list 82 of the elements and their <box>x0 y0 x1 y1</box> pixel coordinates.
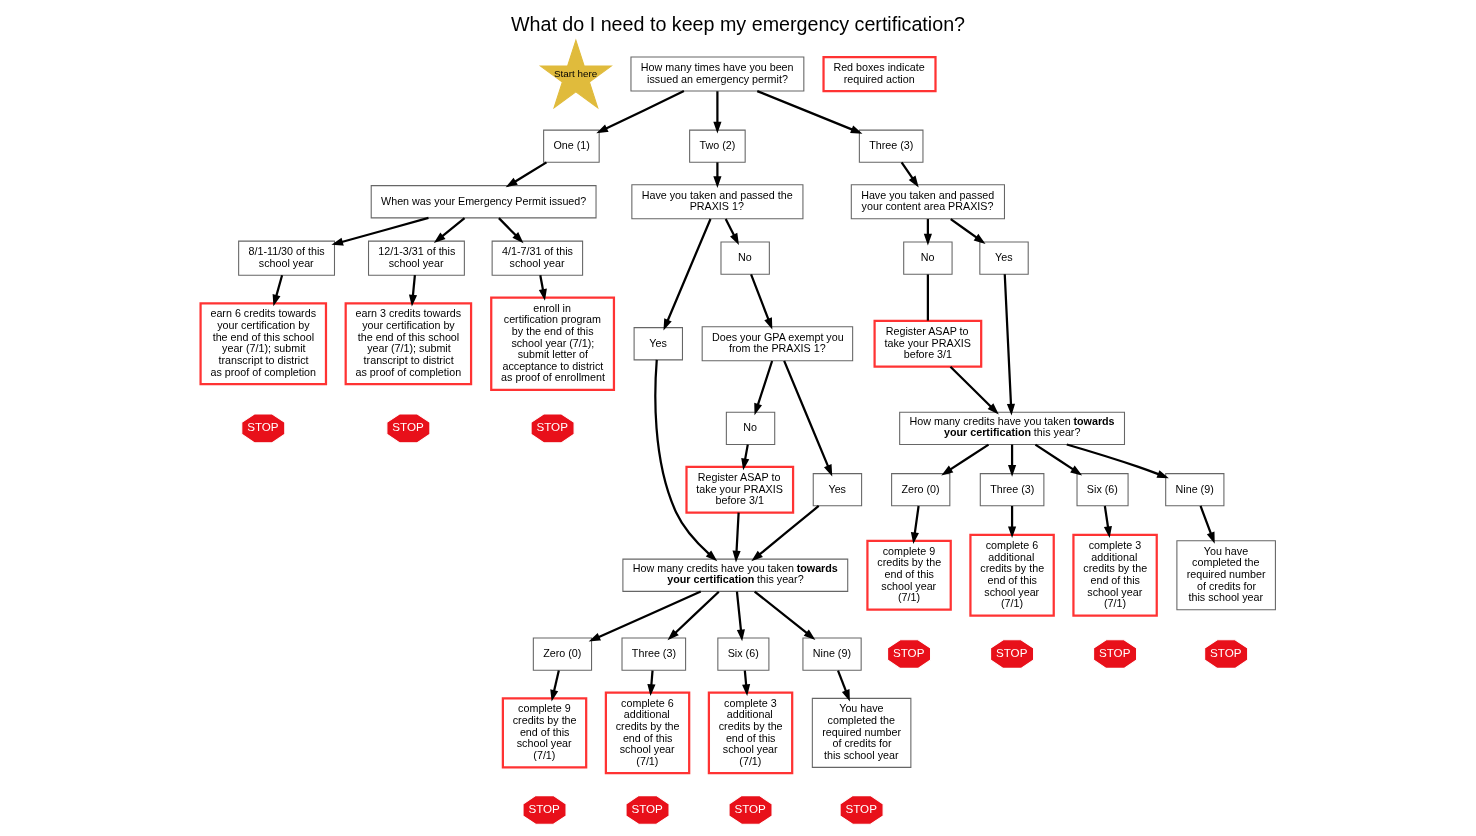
arrow <box>741 444 750 471</box>
node-box: Have you taken and passed your content area PRAXIS? <box>850 184 1005 220</box>
node-box: 4/1-7/31 of this school year <box>491 240 584 276</box>
node-box: Yes <box>812 473 863 507</box>
arrow <box>1103 505 1112 539</box>
node-box: complete 9 credits by the end of this school year (7/1) <box>866 539 952 611</box>
arrow <box>433 217 466 244</box>
node-box: Register ASAP to take your PRAXIS before 3/1 <box>873 319 983 368</box>
arrow <box>754 360 774 416</box>
node-box: complete 3 additional credits by the end of this school year (7/1) <box>1072 533 1158 617</box>
arrow <box>837 670 850 702</box>
arrow <box>949 366 999 415</box>
arrow <box>505 161 548 188</box>
node-box: How many credits have you taken towards your certification this year? <box>622 558 849 592</box>
node-box: Zero (0) <box>891 473 951 507</box>
arrow <box>941 443 990 476</box>
node-box: How many credits have you taken towards your certification this year? <box>899 411 1126 445</box>
node-box: complete 6 additional credits by the end of this school year (7/1) <box>604 691 691 775</box>
arrow <box>663 218 712 331</box>
arrow <box>750 274 773 330</box>
node-box: Three (3) <box>621 637 687 671</box>
arrow <box>498 217 524 244</box>
arrow <box>408 275 418 307</box>
node-box: No <box>903 241 953 275</box>
arrow <box>654 359 718 562</box>
node-box: Have you taken and passed the PRAXIS 1? <box>631 184 804 220</box>
node-box: complete 3 additional credits by the end of this school year (7/1) <box>707 691 794 775</box>
connector <box>926 274 929 321</box>
node-box: No <box>720 241 770 275</box>
arrow <box>713 91 722 134</box>
arrow <box>950 218 986 244</box>
arrow <box>724 218 739 246</box>
arrow <box>732 512 741 563</box>
node-box: Register ASAP to take your PRAXIS before 3/1 <box>685 465 795 514</box>
node-box: Three (3) <box>979 473 1045 507</box>
node-box: earn 3 credits towards your certification by the end of this school year (7/1); submit transcript to district as proof of completion <box>344 302 473 386</box>
node-box: Three (3) <box>858 129 924 163</box>
arrow <box>1066 443 1169 479</box>
arrow <box>272 274 284 307</box>
arrow <box>1003 274 1016 416</box>
arrow <box>713 162 722 188</box>
node-box: Yes <box>633 327 683 361</box>
arrow <box>647 670 656 696</box>
node-box: Two (2) <box>689 129 746 163</box>
arrow <box>588 590 702 642</box>
node-box: Red boxes indicate required action <box>822 55 937 93</box>
node-box: When was your Emergency Permit issued? <box>370 185 597 219</box>
arrow <box>900 161 919 188</box>
node-box: One (1) <box>543 129 600 163</box>
node-box: Yes <box>979 241 1029 275</box>
node-box: 8/1-11/30 of this school year <box>238 240 336 276</box>
arrow <box>667 590 720 641</box>
node-box: Six (6) <box>717 637 770 671</box>
arrow <box>751 505 820 562</box>
node-box: Zero (0) <box>532 637 593 671</box>
node-box: 12/1-3/31 of this school year <box>368 240 465 276</box>
node-box: Nine (9) <box>1165 473 1225 507</box>
node-box: You have completed the required number of credits for this school year <box>1176 540 1276 611</box>
arrow <box>1008 505 1017 539</box>
node-box: You have completed the required number of credits for this school year <box>811 697 912 768</box>
node-box: complete 6 additional credits by the end of this school year (7/1) <box>969 533 1055 617</box>
node-box: enroll in certification program by the end of this school year (7/1); submit letter of acceptance to district as proof of enrollment <box>490 296 616 391</box>
node-box: No <box>725 411 776 445</box>
node-box: Nine (9) <box>802 637 862 671</box>
node-box: Six (6) <box>1076 473 1129 507</box>
arrow <box>331 216 429 246</box>
arrow <box>756 90 863 134</box>
arrow <box>753 590 816 640</box>
arrow <box>1034 443 1083 476</box>
diagram-title: What do I need to keep my emergency certification? <box>510 13 966 36</box>
arrow <box>783 360 833 477</box>
node-box: How many times have you been issued an emergency permit? <box>630 56 805 92</box>
arrow <box>910 505 920 545</box>
node-box: earn 6 credits towards your certification by the end of this school year (7/1); submit transcript to district as proof of completion <box>199 302 328 386</box>
arrow <box>1199 505 1215 544</box>
arrow <box>596 90 685 134</box>
arrow <box>735 591 745 642</box>
arrow <box>538 275 547 301</box>
node-box: complete 9 credits by the end of this school year (7/1) <box>501 697 588 769</box>
arrow <box>1008 444 1017 477</box>
arrow <box>550 670 560 702</box>
node-box: Does your GPA exempt you from the PRAXIS 1? <box>701 326 854 362</box>
